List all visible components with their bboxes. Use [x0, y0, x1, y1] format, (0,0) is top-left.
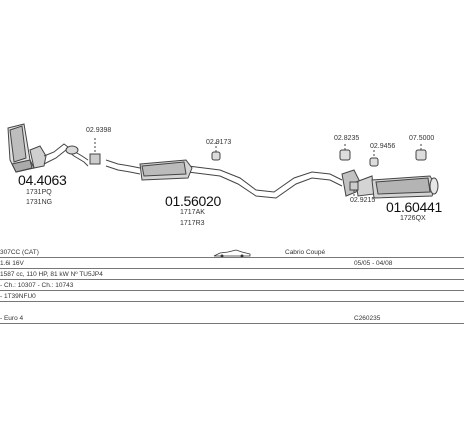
info-row-1: 307CC (CAT) Cabrio Coupé	[0, 247, 464, 258]
info-row-2: 1.6i 16V 05/05 - 04/08	[0, 258, 464, 269]
middle-silencer	[139, 159, 193, 181]
middle-pipe	[105, 159, 343, 199]
rear-ref-1: 1726QX	[400, 215, 426, 222]
hanger-1-code: 02.9173	[206, 139, 232, 146]
body-type-text: Cabrio Coupé	[285, 249, 326, 256]
mid-ref-2: 1717R3	[180, 220, 205, 227]
info-row-4: - Ch.: 10307 - Ch.: 10743	[0, 280, 464, 291]
engine-spec-text: 1587 cc, 110 HP, 81 kW Nº TU5JP4	[0, 271, 103, 278]
kit-code-text: C260235	[354, 315, 381, 322]
car-silhouette-icon	[213, 249, 251, 258]
hanger-3-code: 02.9456	[370, 143, 396, 150]
chassis-range-text: - Ch.: 10307 - Ch.: 10743	[0, 282, 74, 289]
catalytic-converter	[7, 123, 47, 173]
cat-ref-1: 1731PQ	[26, 189, 52, 196]
rear-code: 01.60441	[386, 199, 442, 215]
hanger-3	[369, 150, 379, 167]
hanger-4-code: 07.5000	[409, 135, 435, 142]
cat-ref-2: 1731NG	[26, 199, 53, 206]
clamp-1-code: 02.9398	[86, 127, 112, 134]
engine-code-text: - 1T39NFU0	[0, 293, 36, 300]
production-dates: 05/05 - 04/08	[354, 260, 393, 267]
cat-code: 04.4063	[18, 172, 67, 188]
hanger-1	[211, 142, 221, 161]
front-pipe	[43, 143, 89, 167]
info-row-3: 1587 cc, 110 HP, 81 kW Nº TU5JP4	[0, 269, 464, 280]
model-text: 307CC (CAT)	[0, 249, 39, 256]
clamp-2	[349, 181, 359, 196]
info-row-5: - 1T39NFU0	[0, 291, 464, 302]
hanger-4	[415, 144, 427, 161]
mid-code: 01.56020	[165, 193, 221, 209]
clamp-2-code: 02.9215	[350, 197, 376, 204]
info-row-6: - Euro 4 C260235	[0, 313, 464, 324]
hanger-2-code: 02.8235	[334, 135, 360, 142]
hanger-2	[339, 144, 351, 161]
exhaust-diagram	[7, 123, 439, 199]
engine-text: 1.6i 16V	[0, 260, 24, 267]
emission-norm-text: - Euro 4	[0, 315, 24, 322]
mid-ref-1: 1717AK	[180, 209, 205, 216]
rear-silencer	[341, 169, 439, 199]
clamp-1	[89, 138, 101, 165]
